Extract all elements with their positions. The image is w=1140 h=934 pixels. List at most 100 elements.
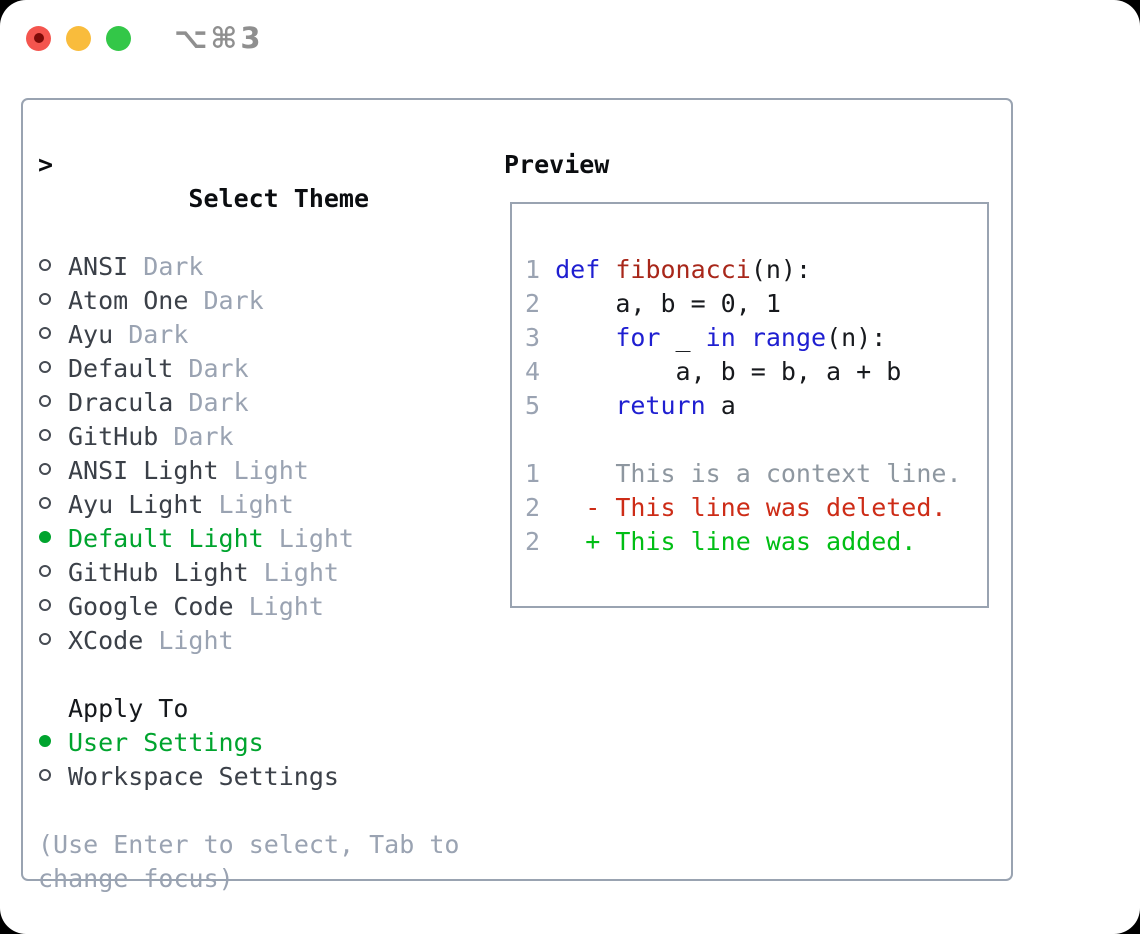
apply-to-heading: Apply To xyxy=(68,694,189,723)
code-segment-context: This is a context line. xyxy=(540,459,962,488)
code-segment-plain xyxy=(540,493,585,522)
radio-icon xyxy=(39,497,51,509)
code-segment-plain xyxy=(736,323,751,352)
theme-option-dracula[interactable]: Dracula Dark xyxy=(38,386,490,420)
theme-variant: Light xyxy=(203,490,294,519)
code-segment-plain xyxy=(540,391,615,420)
window-shortcut-label: ⌥⌘3 xyxy=(174,21,264,55)
maximize-button[interactable] xyxy=(106,25,131,51)
apply-option-user-settings[interactable]: User Settings xyxy=(38,726,490,760)
line-number: 4 xyxy=(525,357,541,386)
theme-name: ANSI Light xyxy=(68,456,219,485)
theme-name: GitHub xyxy=(68,422,159,451)
window-titlebar: ⌥⌘3 xyxy=(26,21,264,55)
code-segment-plain xyxy=(540,255,555,284)
theme-name: Default xyxy=(68,354,174,383)
theme-option-ayu[interactable]: Ayu Dark xyxy=(38,318,490,352)
spacer xyxy=(38,658,490,692)
apply-option-workspace-settings[interactable]: Workspace Settings xyxy=(38,760,490,794)
line-number: 2 xyxy=(525,493,541,522)
theme-name: Default Light xyxy=(68,524,264,553)
code-segment-plain xyxy=(600,255,615,284)
radio-icon xyxy=(39,429,51,441)
theme-option-xcode[interactable]: XCode Light xyxy=(38,624,490,658)
code-segment-plain: (n): xyxy=(750,255,812,284)
line-number: 3 xyxy=(525,323,541,352)
minimize-button[interactable] xyxy=(66,25,91,51)
select-theme-title: Select Theme xyxy=(188,184,370,213)
code-segment-plain: a, b = b, a + b xyxy=(540,357,902,386)
radio-icon xyxy=(39,463,51,475)
theme-variant: Dark xyxy=(158,422,234,451)
theme-variant: Light xyxy=(218,456,309,485)
line-number: 2 xyxy=(525,289,541,318)
theme-variant: Light xyxy=(263,524,354,553)
line-number: 5 xyxy=(525,391,541,420)
radio-icon xyxy=(39,633,51,645)
theme-option-github[interactable]: GitHub Dark xyxy=(38,420,490,454)
code-segment-plain: a, b = 0, 1 xyxy=(540,289,781,318)
theme-variant: Light xyxy=(248,558,339,587)
theme-variant: Dark xyxy=(188,286,264,315)
theme-option-ansi-light[interactable]: ANSI Light Light xyxy=(38,454,490,488)
close-button[interactable] xyxy=(26,25,51,51)
theme-variant: Light xyxy=(143,626,234,655)
theme-option-atom-one[interactable]: Atom One Dark xyxy=(38,284,490,318)
theme-option-github-light[interactable]: GitHub Light Light xyxy=(38,556,490,590)
radio-icon xyxy=(39,565,51,577)
theme-name: Ayu Light xyxy=(68,490,204,519)
radio-icon xyxy=(39,361,51,373)
theme-option-default[interactable]: Default Dark xyxy=(38,352,490,386)
radio-icon xyxy=(39,599,51,611)
theme-option-ansi[interactable]: ANSI Dark xyxy=(38,250,490,284)
radio-icon xyxy=(39,259,51,271)
apply-option-label: User Settings xyxy=(68,728,264,757)
prompt-caret-icon: > xyxy=(38,150,54,179)
apply-option-label: Workspace Settings xyxy=(68,762,339,791)
hint-text: (Use Enter to select, Tab to change focu… xyxy=(38,830,460,893)
theme-name: Atom One xyxy=(68,286,189,315)
code-line xyxy=(525,423,979,457)
preview-heading: Preview xyxy=(504,150,610,179)
code-segment-keyword: return xyxy=(615,391,706,420)
theme-variant: Dark xyxy=(113,320,189,349)
theme-variant: Dark xyxy=(173,354,249,383)
code-segment-keyword: def xyxy=(555,255,601,284)
theme-name: Google Code xyxy=(68,592,234,621)
code-line: 2 - This line was deleted. xyxy=(525,491,979,525)
theme-option-default-light[interactable]: Default Light Light xyxy=(38,522,490,556)
code-line: 3 for _ in range(n): xyxy=(525,321,979,355)
code-line: 5 return a xyxy=(525,389,979,423)
code-segment-plain: (n): xyxy=(826,323,887,352)
theme-name: XCode xyxy=(68,626,144,655)
code-segment-deleted: - This line was deleted. xyxy=(585,493,947,522)
theme-variant: Light xyxy=(233,592,324,621)
code-segment-plain: a xyxy=(705,391,736,420)
code-segment-plain xyxy=(540,323,615,352)
theme-option-ayu-light[interactable]: Ayu Light Light xyxy=(38,488,490,522)
theme-option-google-code[interactable]: Google Code Light xyxy=(38,590,490,624)
theme-name: GitHub Light xyxy=(68,558,249,587)
code-line: 1 def fibonacci(n): xyxy=(525,253,979,287)
theme-variant: Dark xyxy=(128,252,204,281)
radio-selected-icon xyxy=(39,531,51,543)
code-segment-added: + This line was added. xyxy=(585,527,917,556)
theme-name: ANSI xyxy=(68,252,129,281)
close-dot-icon xyxy=(33,33,44,43)
radio-icon xyxy=(39,293,51,305)
code-segment-keyword: for xyxy=(615,323,661,352)
radio-selected-icon xyxy=(39,735,51,747)
code-line: 4 a, b = b, a + b xyxy=(525,355,979,389)
code-line: 2 a, b = 0, 1 xyxy=(525,287,979,321)
select-theme-heading: > Select Theme xyxy=(38,148,490,250)
code-segment-plain xyxy=(540,527,585,556)
code-line: 2 + This line was added. xyxy=(525,525,979,559)
spacer xyxy=(38,794,490,828)
code-segment-function: fibonacci xyxy=(615,255,751,284)
theme-name: Dracula xyxy=(68,388,174,417)
